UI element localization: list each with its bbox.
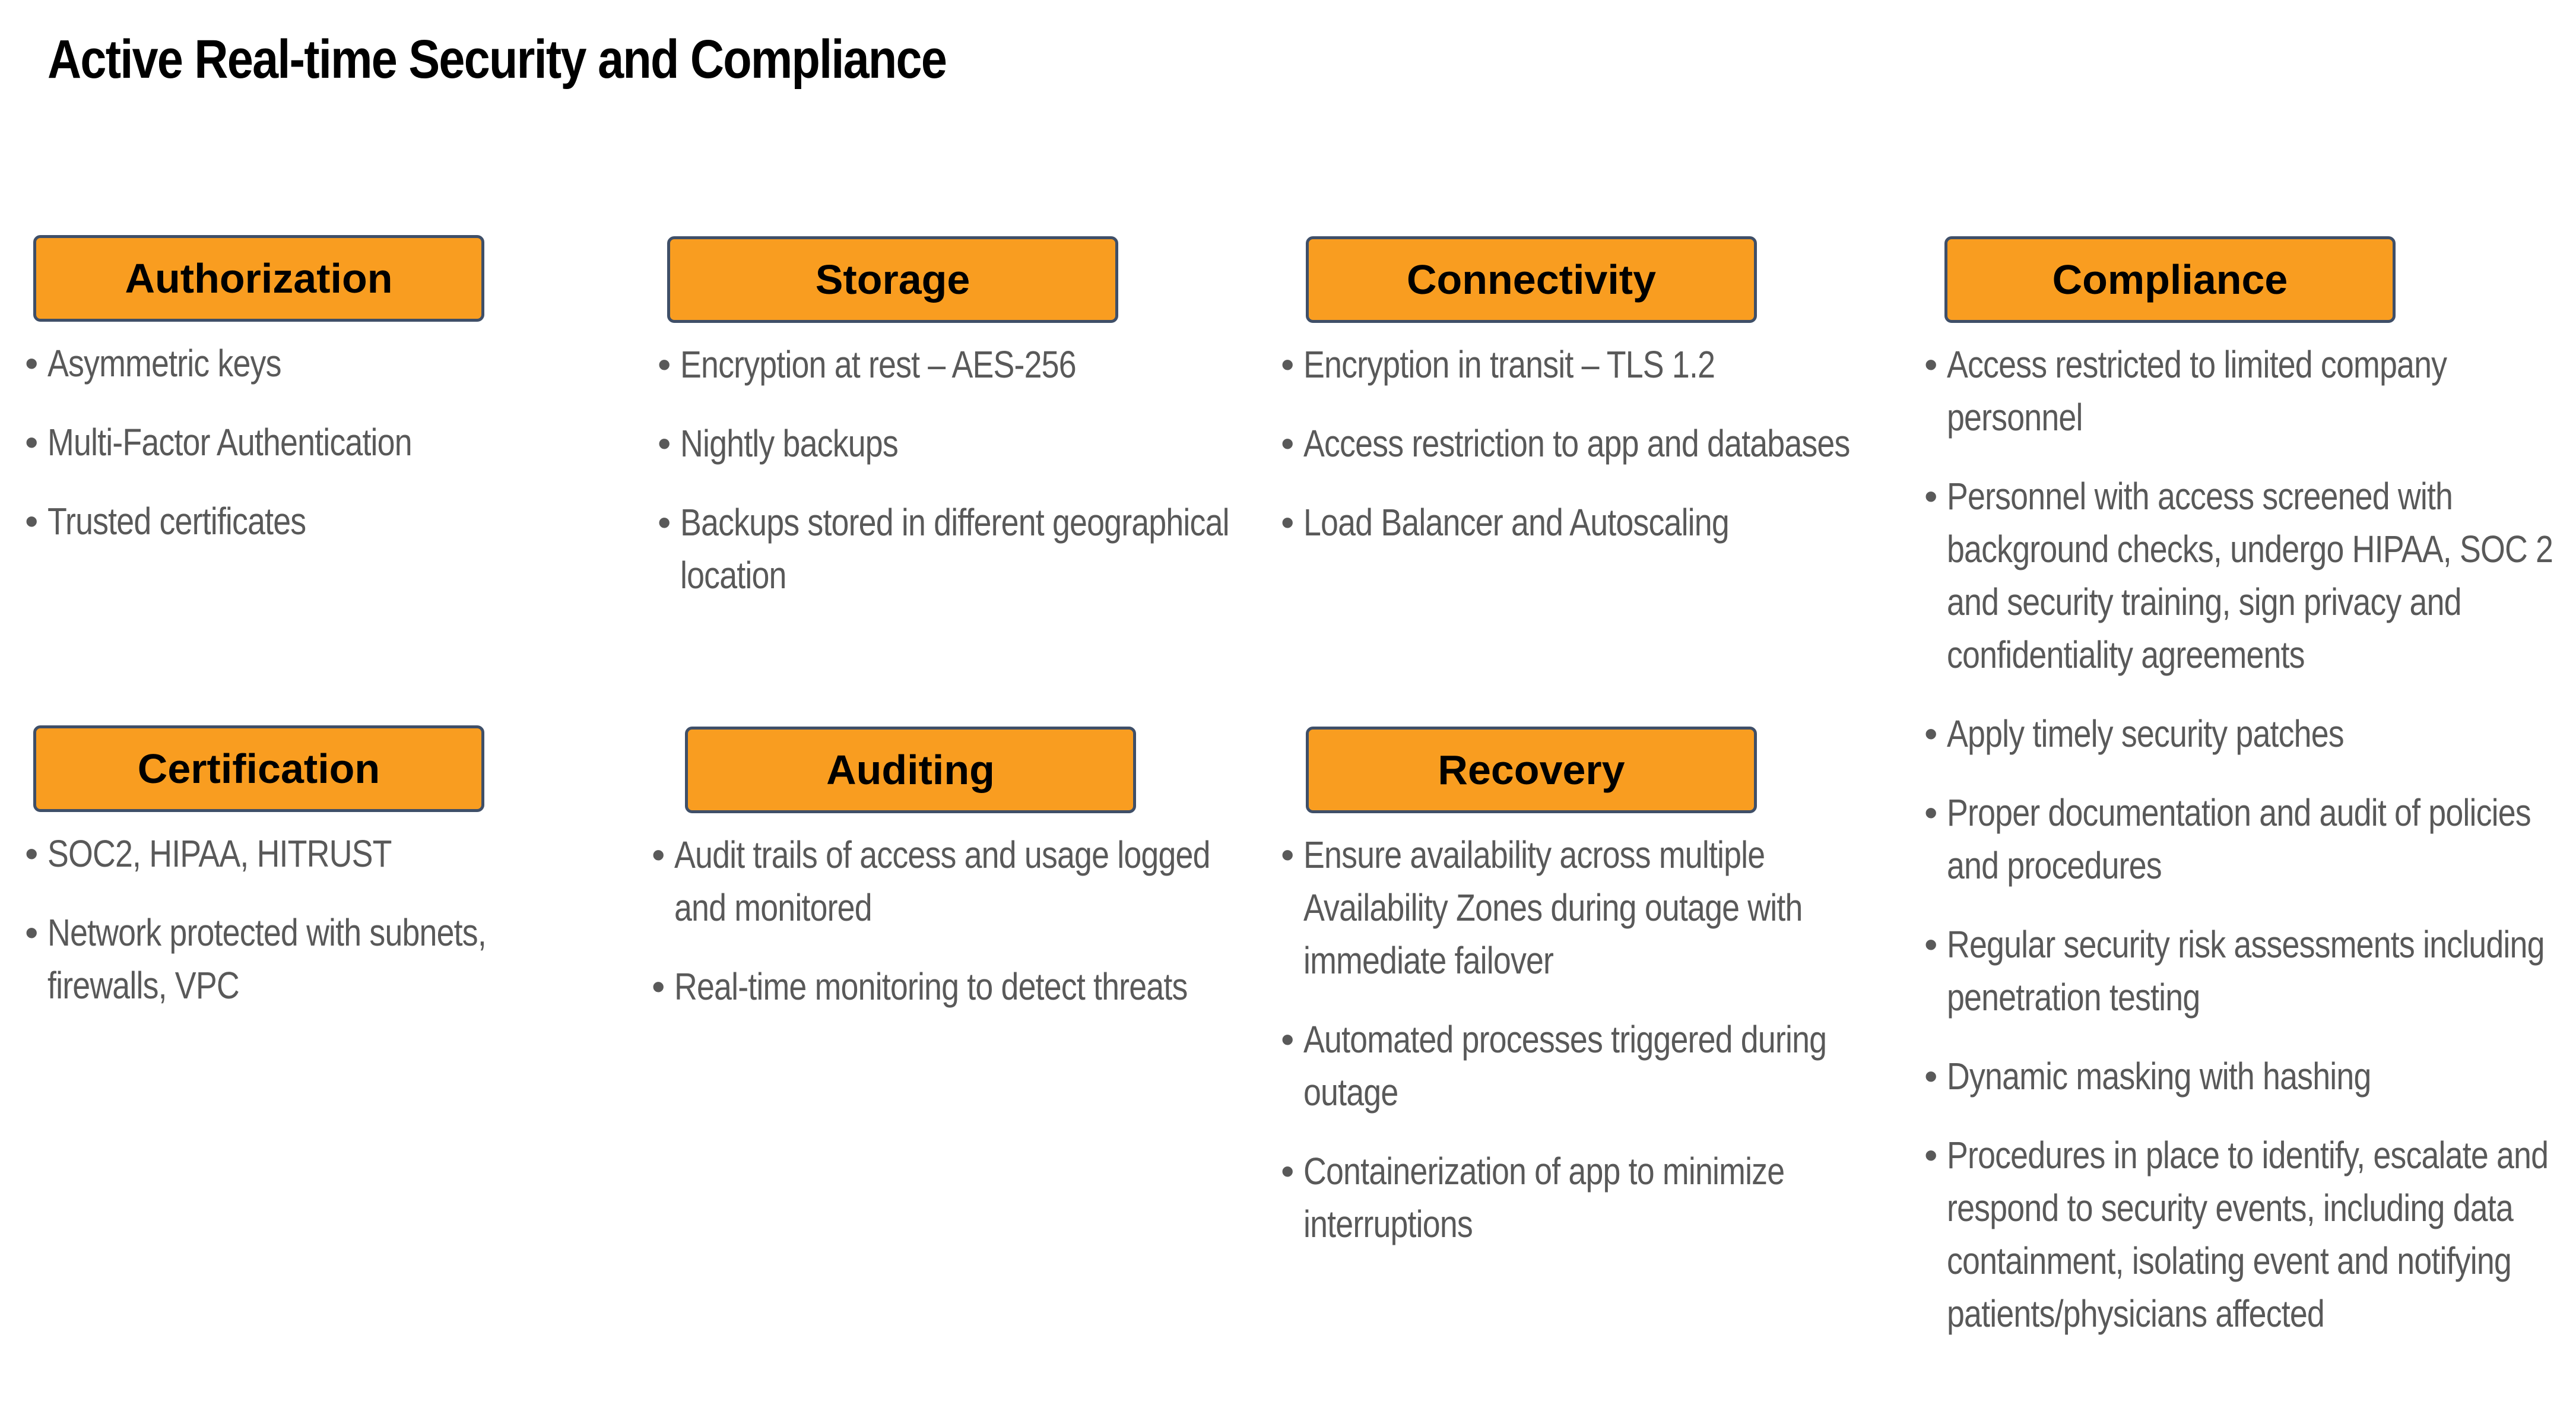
recovery-list: Ensure availability across multiple Avai…: [1281, 829, 1876, 1251]
section-compliance: Compliance Access restricted to limited …: [1924, 236, 2568, 1366]
list-item: Encryption at rest – AES-256: [658, 338, 1237, 391]
list-item: Apply timely security patches: [1924, 708, 2568, 760]
section-connectivity: Connectivity Encryption in transit – TLS…: [1281, 236, 1876, 575]
list-item: SOC2, HIPAA, HITRUST: [25, 827, 591, 880]
section-certification: Certification SOC2, HIPAA, HITRUST Netwo…: [25, 725, 591, 1038]
section-recovery: Recovery Ensure availability across mult…: [1281, 727, 1876, 1277]
storage-list: Encryption at rest – AES-256 Nightly bac…: [658, 338, 1237, 602]
page-title: Active Real-time Security and Compliance: [47, 29, 947, 90]
storage-header: Storage: [667, 236, 1118, 323]
connectivity-list: Encryption in transit – TLS 1.2 Access r…: [1281, 338, 1876, 549]
list-item: Network protected with subnets, firewall…: [25, 906, 591, 1012]
auditing-header: Auditing: [685, 727, 1136, 813]
section-storage: Storage Encryption at rest – AES-256 Nig…: [658, 236, 1237, 628]
certification-list: SOC2, HIPAA, HITRUST Network protected w…: [25, 827, 591, 1012]
certification-header: Certification: [33, 725, 484, 812]
compliance-list: Access restricted to limited company per…: [1924, 338, 2568, 1340]
list-item: Containerization of app to minimize inte…: [1281, 1145, 1876, 1251]
list-item: Personnel with access screened with back…: [1924, 470, 2568, 681]
list-item: Real-time monitoring to detect threats: [652, 960, 1255, 1013]
list-item: Multi-Factor Authentication: [25, 416, 591, 469]
list-item: Proper documentation and audit of polici…: [1924, 787, 2568, 892]
list-item: Procedures in place to identify, escalat…: [1924, 1129, 2568, 1340]
list-item: Trusted certificates: [25, 495, 591, 548]
list-item: Automated processes triggered during out…: [1281, 1013, 1876, 1119]
list-item: Encryption in transit – TLS 1.2: [1281, 338, 1876, 391]
list-item: Audit trails of access and usage logged …: [652, 829, 1255, 934]
recovery-header: Recovery: [1306, 727, 1757, 813]
section-authorization: Authorization Asymmetric keys Multi-Fact…: [25, 235, 591, 574]
list-item: Asymmetric keys: [25, 337, 591, 390]
authorization-header: Authorization: [33, 235, 484, 322]
list-item: Load Balancer and Autoscaling: [1281, 496, 1876, 549]
list-item: Ensure availability across multiple Avai…: [1281, 829, 1876, 987]
list-item: Access restriction to app and databases: [1281, 417, 1876, 470]
auditing-list: Audit trails of access and usage logged …: [652, 829, 1255, 1013]
list-item: Regular security risk assessments includ…: [1924, 918, 2568, 1024]
authorization-list: Asymmetric keys Multi-Factor Authenticat…: [25, 337, 591, 548]
list-item: Backups stored in different geographical…: [658, 496, 1237, 602]
list-item: Access restricted to limited company per…: [1924, 338, 2568, 444]
connectivity-header: Connectivity: [1306, 236, 1757, 323]
section-auditing: Auditing Audit trails of access and usag…: [652, 727, 1255, 1039]
compliance-header: Compliance: [1944, 236, 2396, 323]
list-item: Dynamic masking with hashing: [1924, 1050, 2568, 1103]
list-item: Nightly backups: [658, 417, 1237, 470]
